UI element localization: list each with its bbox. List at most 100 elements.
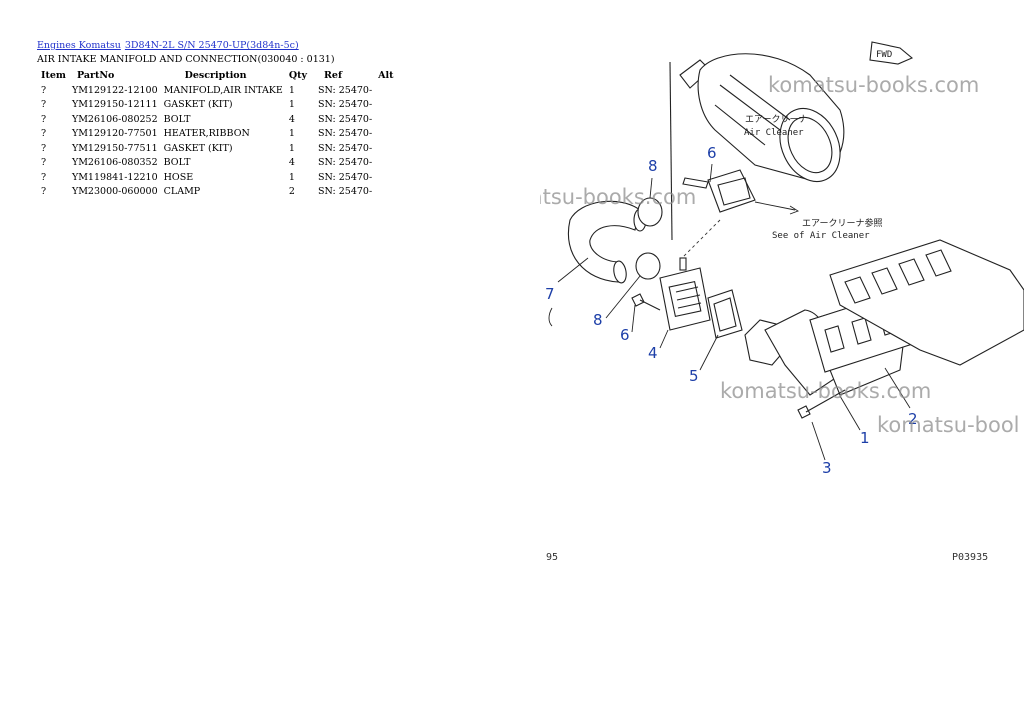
cell-description: BOLT	[163, 157, 191, 168]
exploded-parts-diagram: エアークリーナ Air Cleaner FWD エアークリーナ参照 See of…	[540, 41, 1024, 563]
cell-qty: 1	[288, 99, 295, 110]
breadcrumb-link-model[interactable]: 3D84N-2L S/N 25470-UP(3d84n-5c)	[124, 40, 299, 51]
callout-bolt-lower[interactable]: 6	[620, 326, 630, 344]
callout-heater[interactable]: 4	[648, 344, 658, 362]
cell-partno: YM26106-080352	[71, 157, 158, 168]
table-row: ? YM119841-12210 HOSE 1 SN: 25470-	[37, 171, 397, 186]
cell-description: CLAMP	[163, 186, 201, 197]
page-number-right: P03935	[952, 552, 988, 563]
breadcrumb-link-engines[interactable]: Engines Komatsu	[37, 40, 121, 51]
cell-ref: SN: 25470-	[318, 84, 373, 96]
cell-qty: 1	[288, 84, 295, 96]
cell-description: GASKET (KIT)	[163, 142, 233, 154]
frame-line	[669, 61, 673, 241]
callout-gasket-manifold[interactable]: 2	[908, 410, 918, 428]
cell-item: ?	[41, 113, 47, 125]
cell-item: ?	[41, 84, 47, 96]
bolt-manifold-drawing	[797, 405, 811, 419]
hose-drawing	[568, 200, 641, 283]
cell-ref: SN: 25470-	[318, 113, 373, 125]
cell-ref: SN: 25470-	[318, 157, 373, 168]
cell-item: ?	[41, 99, 47, 110]
header-ref: Ref	[324, 70, 343, 81]
cell-ref: SN: 25470-	[318, 99, 373, 110]
table-row: ? YM129150-12111 GASKET (KIT) 1 SN: 25470-	[37, 98, 397, 113]
callout-manifold[interactable]: 1	[860, 429, 870, 447]
callout-hose[interactable]: 7	[545, 285, 555, 303]
cell-alt	[375, 142, 396, 157]
cell-ref: SN: 25470-	[318, 186, 373, 197]
cell-description: BOLT	[163, 113, 191, 125]
cell-alt	[375, 171, 396, 186]
dashed-guide	[679, 219, 721, 261]
cell-partno: YM23000-060000	[71, 186, 158, 197]
cylinder-head-drawing	[829, 239, 1024, 366]
cell-description: HEATER,RIBBON	[163, 128, 250, 139]
bolt-lower-drawing	[631, 293, 661, 311]
cell-ref: SN: 25470-	[318, 128, 373, 139]
gasket-heater-drawing	[707, 289, 743, 339]
table-row: ? YM26106-080252 BOLT 4 SN: 25470-	[37, 113, 397, 128]
cell-description: HOSE	[163, 171, 194, 183]
callout-clamp-lower[interactable]: 8	[593, 311, 603, 329]
cell-ref: SN: 25470-	[318, 142, 373, 154]
header-qty: Qty	[288, 70, 308, 81]
fwd-arrow-icon: FWD	[869, 41, 914, 65]
cell-alt	[375, 113, 396, 128]
watermark: komatsu-books.com	[720, 379, 931, 403]
air-cleaner-label: Air Cleaner	[744, 128, 804, 138]
cell-alt	[375, 98, 396, 113]
cell-item: ?	[41, 128, 47, 139]
air-cleaner-drawing: エアークリーナ Air Cleaner	[679, 53, 845, 182]
jp-air-cleaner-label: エアークリーナ	[745, 114, 807, 125]
page-number-left: 95	[546, 552, 558, 563]
table-header-row: Item PartNo Description Qty Ref Alt	[37, 69, 397, 84]
page-title: AIR INTAKE MANIFOLD AND CONNECTION(03004…	[37, 54, 335, 65]
cell-partno: YM129120-77501	[71, 128, 158, 139]
table-row: ? YM23000-060000 CLAMP 2 SN: 25470-	[37, 185, 397, 200]
header-item: Item	[41, 70, 66, 81]
header-alt: Alt	[378, 70, 394, 81]
cell-alt	[375, 84, 396, 99]
callout-gasket-heater[interactable]: 5	[689, 367, 699, 385]
heater-ribbon-drawing	[659, 257, 711, 331]
callout-clamp-upper[interactable]: 8	[648, 157, 658, 175]
cell-qty: 1	[288, 142, 295, 154]
cell-ref: SN: 25470-	[318, 171, 373, 183]
cell-qty: 1	[288, 128, 295, 139]
header-partno: PartNo	[76, 70, 115, 81]
cell-qty: 4	[288, 157, 295, 168]
cell-item: ?	[41, 186, 47, 197]
table-row: ? YM129122-12100 MANIFOLD,AIR INTAKE 1 SN: 2…	[37, 84, 397, 99]
cell-item: ?	[41, 157, 47, 168]
cell-alt	[375, 127, 396, 142]
header-description: Description	[184, 70, 247, 81]
cell-partno: YM26106-080252	[71, 113, 158, 125]
cell-description: GASKET (KIT)	[163, 99, 233, 110]
cell-alt	[375, 185, 396, 200]
parts-table: Item PartNo Description Qty Ref Alt ? YM1…	[37, 69, 397, 200]
see-air-cleaner-label: See of Air Cleaner	[772, 231, 870, 241]
cell-alt	[375, 156, 396, 171]
cell-qty: 4	[288, 113, 295, 125]
cell-item: ?	[41, 171, 47, 183]
cell-qty: 2	[288, 186, 295, 197]
watermark: komatsu-books.com	[540, 185, 696, 209]
cell-item: ?	[41, 142, 47, 154]
cell-qty: 1	[288, 171, 295, 183]
elbow-flange-drawing	[682, 169, 800, 215]
table-row: ? YM26106-080352 BOLT 4 SN: 25470-	[37, 156, 397, 171]
table-row: ? YM129120-77501 HEATER,RIBBON 1 SN: 25470-	[37, 127, 397, 142]
callout-bolt-manifold[interactable]: 3	[822, 459, 832, 477]
callout-bolt-upper[interactable]: 6	[707, 144, 717, 162]
cell-partno: YM119841-12210	[71, 171, 158, 183]
watermark: komatsu-bool	[877, 413, 1020, 437]
cell-description: MANIFOLD,AIR INTAKE	[163, 84, 283, 96]
cell-partno: YM129150-12111	[71, 99, 158, 110]
clamp-lower-drawing	[635, 252, 661, 280]
cell-partno: YM129122-12100	[71, 84, 158, 96]
